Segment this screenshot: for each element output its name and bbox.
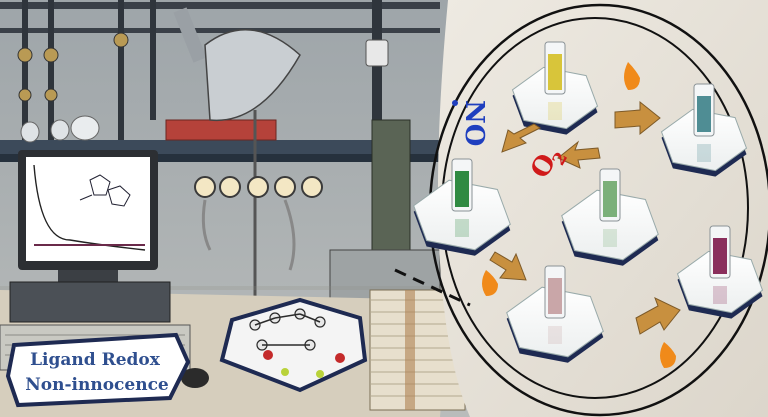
svg-text:NO: NO — [459, 100, 489, 146]
gauge-panel — [194, 176, 323, 198]
vial-green-left-liquid — [455, 171, 469, 207]
vial-green-left-platform — [413, 158, 511, 256]
flame-icons — [482, 62, 676, 368]
arrow-to-teal — [614, 100, 661, 136]
badge-line1: Ligand Redox — [30, 350, 161, 370]
molecule-platform — [219, 297, 368, 393]
arrow-to-pink — [489, 251, 527, 281]
arrow-to-green — [501, 123, 541, 153]
vial-platforms — [413, 41, 764, 363]
vial-magenta-liquid — [713, 238, 727, 274]
vial-pink-liquid — [548, 278, 562, 314]
badge-line2: Non-innocence — [25, 375, 169, 395]
vial-yellow-platform — [511, 41, 599, 135]
flame-icon — [624, 62, 640, 90]
ligand-redox-badge: Ligand Redox Non-innocence — [5, 332, 191, 408]
dashed-connector — [394, 268, 471, 307]
vial-teal-liquid — [697, 96, 711, 132]
arrow-o2 — [557, 140, 601, 169]
radical-dot — [452, 100, 458, 106]
flame-icon — [660, 342, 676, 368]
vial-green-center-liquid — [603, 181, 617, 217]
cycle-arrows — [489, 100, 681, 335]
vial-green-center-platform — [561, 168, 659, 266]
vial-pink-platform — [506, 265, 604, 363]
vial-yellow-liquid — [548, 54, 562, 90]
flame-icon — [482, 270, 498, 296]
arrow-to-magenta — [635, 297, 681, 335]
no-label: NO — [459, 100, 489, 146]
vial-magenta-platform — [676, 225, 764, 319]
vial-teal-platform — [660, 83, 748, 177]
